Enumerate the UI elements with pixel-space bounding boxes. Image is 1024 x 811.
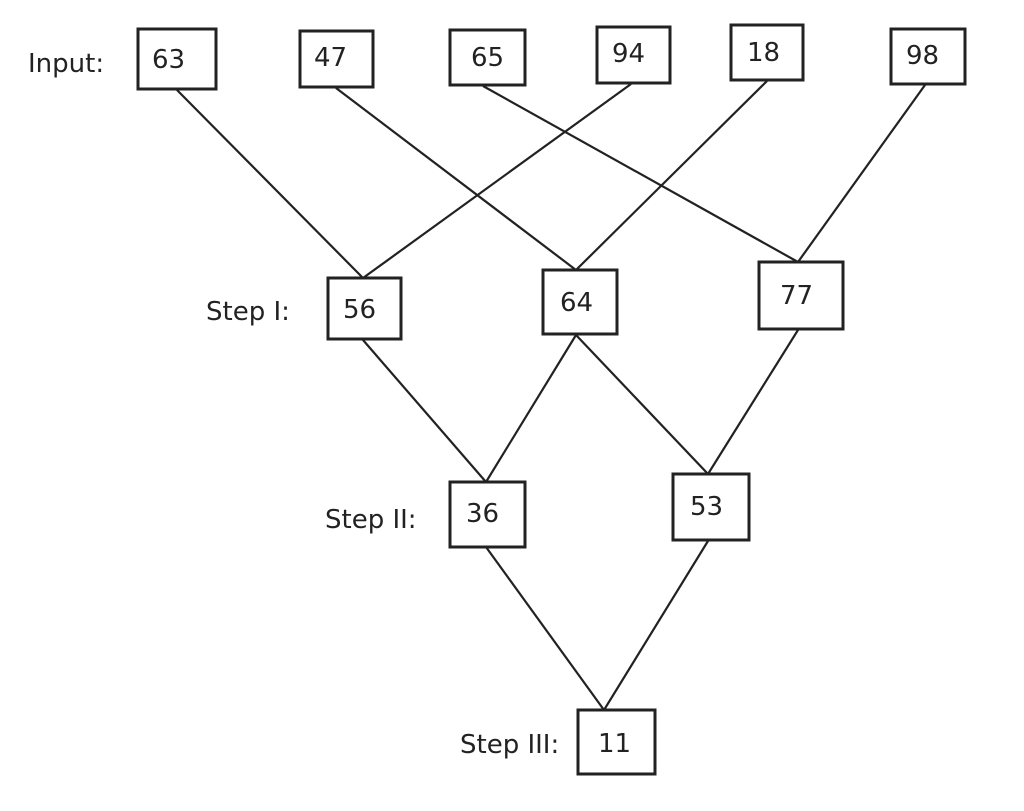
step1-node-3: 77 [757,260,845,331]
edge-step1c-step2b [707,329,799,475]
step1-node-1-value: 56 [343,295,376,325]
step2-node-2-value: 53 [690,492,723,522]
step1-node-2: 64 [541,268,619,336]
input-node-4: 94 [595,25,672,85]
step2-node-2: 53 [671,472,751,542]
input-node-5: 18 [729,23,805,82]
label-step2: Step II: [325,505,417,535]
step2-node-1-value: 36 [466,499,499,529]
edge-input5-step1b [575,80,768,271]
edge-step1a-step2a [362,339,487,483]
label-step3: Step III: [460,730,559,760]
step1-node-2-value: 64 [560,288,593,318]
input-node-5-value: 18 [747,38,780,68]
edge-input1-step1a [176,89,364,279]
input-node-3-value: 65 [471,43,504,73]
step1-node-1: 56 [326,276,403,341]
edge-step1b-step2b [575,334,709,475]
edge-step2a-step3 [485,546,605,711]
step2-node-1: 36 [448,480,527,549]
input-node-1: 63 [136,27,218,91]
input-node-6-value: 98 [906,41,939,71]
input-node-4-value: 94 [612,39,645,69]
input-node-3: 65 [448,28,527,87]
input-node-6: 98 [889,27,967,86]
step1-node-3-value: 77 [780,281,813,311]
edge-input6-step1c [797,84,926,263]
edges [176,80,926,711]
edge-input4-step1a [362,83,632,279]
edge-input2-step1b [335,87,577,271]
edge-step1b-step2a [485,334,577,483]
step3-node-1-value: 11 [598,729,631,759]
input-node-1-value: 63 [152,45,185,75]
edge-input3-step1c [482,85,799,263]
input-node-2-value: 47 [314,43,347,73]
step3-node-1: 11 [576,708,657,776]
label-step1: Step I: [206,297,290,327]
input-node-2: 47 [298,29,375,89]
edge-step2b-step3 [603,540,709,711]
label-input: Input: [28,49,104,79]
